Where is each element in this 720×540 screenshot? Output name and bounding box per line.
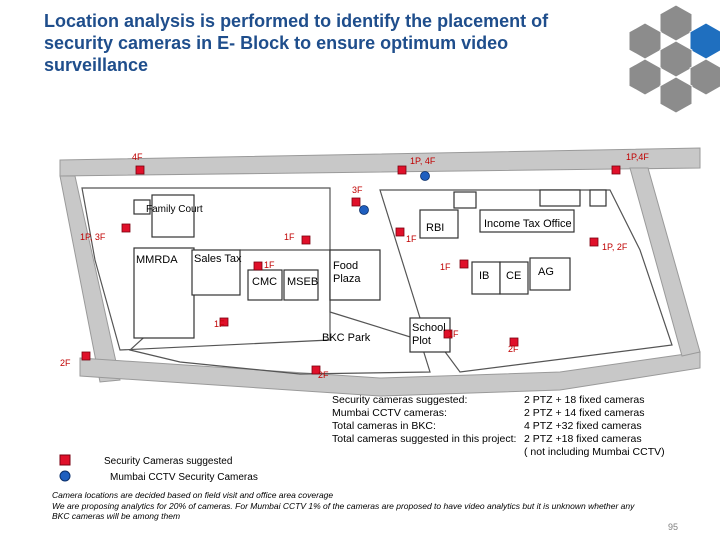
label-income-tax: Income Tax Office [484,218,572,230]
camera-marker-suggested [219,317,229,327]
floor-label: 2F [318,370,329,380]
camera-marker-suggested [589,237,599,247]
camera-marker-suggested [135,165,145,175]
summary-note: ( not including Mumbai CCTV) [524,446,665,458]
summary-label: Total cameras in BKC: [332,420,436,432]
footnote-line: Camera locations are decided based on fi… [52,490,334,500]
block-east-a [539,189,581,207]
label-mmrda: MMRDA [136,254,178,266]
road-left [59,175,121,383]
plot-left [81,187,331,351]
legend-red-swatch [59,454,71,466]
legend-blue-swatch [59,470,71,482]
label-ce: CE [506,270,522,282]
block-east-b [589,189,607,207]
page-number: 95 [667,522,678,532]
block-west [133,199,151,215]
label-ib: IB [479,270,490,282]
camera-marker-suggested [611,165,621,175]
floor-label: 2F [508,344,519,354]
floor-label: 2F [60,358,71,368]
camera-marker-suggested [351,197,361,207]
camera-marker-suggested [81,351,91,361]
label-bkc-park: BKC Park [322,332,371,344]
rbi-building [419,209,459,239]
camera-marker-suggested [311,365,321,375]
road-top [59,147,701,177]
summary-label: Security cameras suggested: [332,394,468,406]
family-court-building [151,194,195,238]
label-mseb: MSEB [287,276,319,288]
floor-label: 3F [352,185,363,195]
ce-building [499,261,529,295]
legend-red-label: Security Cameras suggested [104,456,233,467]
camera-marker-mumbai-cctv [420,171,430,181]
floor-label: 1P, 4F [410,156,436,166]
label-cmc: CMC [252,276,278,288]
footnote-line: We are proposing analytics for 20% of ca… [52,500,635,511]
sales-tax-building [191,249,241,296]
summary-value: 2 PTZ + 14 fixed cameras [524,407,645,419]
road-right [629,167,701,357]
label-rbi: RBI [426,222,445,234]
floor-label: 1F [214,319,225,329]
legend-blue-label: Mumbai CCTV Security Cameras [110,472,258,483]
ib-building [471,261,501,295]
floor-label: 1F [440,262,451,272]
label-school-plot: School Plot [412,322,446,347]
camera-marker-suggested [443,329,453,339]
floor-label: 1P,4F [626,152,649,162]
camera-marker-suggested [509,337,519,347]
floor-label: 1F [284,232,295,242]
floor-label: 1P, 2F [602,242,628,252]
summary-label: Mumbai CCTV cameras: [332,407,447,419]
summary-label: Total cameras suggested in this project: [332,433,517,445]
floor-label: 1F [264,260,275,270]
footnote-line: BKC cameras will be among them [52,511,181,521]
summary-value: 2 PTZ + 18 fixed cameras [524,394,645,406]
label-family-court: Family Court [146,204,203,215]
summary-value: 4 PTZ +32 fixed cameras [524,420,642,432]
camera-marker-suggested [301,235,311,245]
camera-marker-suggested [121,223,131,233]
mmrda-building [133,247,195,339]
block-east-c [453,191,477,209]
road-bottom [79,351,701,397]
floor-label: 1P, 3F [80,232,106,242]
floor-label: 1F [406,234,417,244]
floor-label: 1F [448,329,459,339]
school-plot-building [409,317,451,353]
camera-marker-suggested [253,261,263,271]
summary-value: 2 PTZ +18 fixed cameras [524,433,642,445]
camera-marker-suggested [397,165,407,175]
camera-marker-mumbai-cctv [359,205,369,215]
floor-label: 4F [132,152,143,162]
cmc-building [247,269,283,301]
ag-building [529,257,571,291]
income-tax-building [479,209,575,233]
label-sales-tax: Sales Tax [194,253,242,265]
label-ag: AG [538,266,554,278]
mseb-building [283,269,319,301]
label-food-plaza: Food Plaza [333,260,361,285]
camera-marker-suggested [459,259,469,269]
footnote: Camera locations are decided based on fi… [52,490,672,522]
food-plaza-building [329,249,381,301]
camera-marker-suggested [395,227,405,237]
page-title: Location analysis is performed to identi… [44,11,549,75]
